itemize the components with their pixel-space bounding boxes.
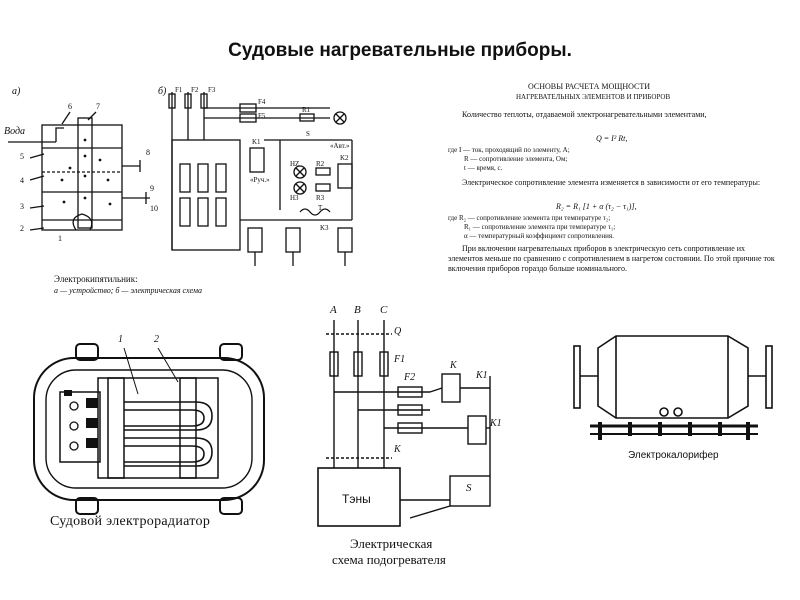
heater-phase-c: C — [380, 304, 388, 316]
part-number-5: 5 — [20, 152, 24, 161]
calc-paragraph-2: Электрическое сопротивление элемента изм… — [462, 178, 761, 187]
part-number-7: 7 — [96, 102, 100, 111]
calorifer-caption: Электрокалорифер — [628, 450, 719, 461]
heater-label-f1: F1 — [394, 354, 406, 365]
radiator-caption: Судовой электрорадиатор — [50, 514, 211, 529]
fuse-label-f1: F1 — [175, 86, 183, 94]
scheme-label-r1: R1 — [302, 106, 311, 114]
heater-label-k-bottom: K — [394, 444, 401, 455]
scheme-label-s: S — [306, 130, 310, 138]
boiler-label-a: а) — [12, 86, 21, 97]
calc-definition-4: где R₂ — сопротивление элемента при темп… — [448, 214, 611, 222]
heater-caption-2: схема подогревателя — [332, 552, 446, 567]
heater-phase-a: A — [330, 304, 337, 316]
water-label: Вода — [4, 126, 26, 137]
part-number-3: 3 — [20, 202, 24, 211]
page-title: Судовые нагревательные приборы. — [228, 40, 572, 61]
calorifer-drawing — [573, 335, 773, 440]
calorifer-scan: Электрокалорифер — [568, 326, 778, 476]
scheme-label-r2: R2 — [316, 160, 325, 168]
heater-label-k1-coil: K1 — [490, 418, 502, 429]
radiator-scan: 1 2 Судовой электрорадиатор — [20, 330, 290, 540]
scheme-label-k1: K1 — [252, 138, 261, 146]
fuse-label-f3: F3 — [208, 86, 216, 94]
calc-heading-1: ОСНОВЫ РАСЧЕТА МОЩНОСТИ — [528, 82, 650, 91]
fuse-label-f2: F2 — [191, 86, 199, 94]
scheme-label-auto: «Авт.» — [330, 142, 350, 150]
heater-scheme-drawing — [317, 320, 491, 527]
scheme-label-k2: K2 — [340, 154, 349, 162]
scheme-label-h3: H3 — [290, 194, 299, 202]
radiator-drawing — [33, 343, 265, 515]
heater-label-q: Q — [394, 326, 402, 337]
heater-label-k1-top: K1 — [476, 370, 488, 381]
scheme-label-hz: HZ — [290, 160, 300, 168]
radiator-label-1: 1 — [118, 334, 123, 345]
scheme-label-r3: R3 — [316, 194, 325, 202]
boiler-caption-sub: а — устройство; б — электрическая схема — [54, 286, 202, 295]
heater-label-k-top: K — [450, 360, 457, 371]
scheme-label-t: T — [318, 204, 323, 212]
calc-definition-6: α — температурный коэффициент сопротивле… — [464, 232, 614, 240]
calc-definition-5: R₁ — сопротивление элемента при температ… — [464, 223, 616, 231]
heater-phase-b: B — [354, 304, 361, 316]
calc-heading-2: НАГРЕВАТЕЛЬНЫХ ЭЛЕМЕНТОВ И ПРИБОРОВ — [516, 93, 671, 101]
calc-paragraph-3: При включении нагревательных приборов в … — [448, 244, 775, 273]
part-number-8: 8 — [146, 148, 150, 157]
part-number-10: 10 — [150, 204, 158, 213]
part-number-1: 1 — [58, 234, 62, 243]
heater-label-f2: F2 — [404, 372, 416, 383]
radiator-label-2: 2 — [154, 334, 159, 345]
calc-text-scan: ОСНОВЫ РАСЧЕТА МОЩНОСТИ НАГРЕВАТЕЛЬНЫХ Э… — [448, 82, 780, 292]
calc-formula-1: Q = I² Rt, — [596, 134, 628, 143]
heater-box-label: Тэны — [342, 492, 371, 506]
scheme-label-k3: K3 — [320, 224, 329, 232]
fuse-label-f5: F5 — [258, 112, 266, 120]
calc-paragraph-1: Количество теплоты, отдаваемой электрона… — [462, 110, 707, 119]
heater-scheme-scan: A B C Q F1 F2 K K1 K1 K S Тэны Электриче… — [310, 300, 520, 570]
calc-definition-3: t — время, с. — [464, 164, 503, 172]
part-number-4: 4 — [20, 176, 24, 185]
boiler-caption: Электрокипятильник: — [54, 274, 138, 284]
calc-definition-1: где I — ток, проходящий по элементу, А; — [448, 146, 570, 154]
calc-definition-2: R — сопротивление элемента, Ом; — [464, 155, 568, 163]
scheme-label-manual: «Руч.» — [250, 176, 270, 184]
boiler-label-b: б) — [158, 86, 167, 97]
part-number-2: 2 — [20, 224, 24, 233]
heater-label-s: S — [466, 482, 472, 494]
fuse-label-f4: F4 — [258, 98, 266, 106]
calc-formula-2: R₂ = R₁ [1 + α (τ₂ − τ₁)], — [556, 202, 637, 211]
heater-caption-1: Электрическая — [350, 536, 433, 551]
part-number-9: 9 — [150, 184, 154, 193]
boiler-scan: а) б) Вода 1 2 3 4 5 6 7 8 9 10 F1 F2 F3… — [0, 80, 440, 305]
boiler-drawing — [8, 92, 353, 266]
part-number-6: 6 — [68, 102, 72, 111]
